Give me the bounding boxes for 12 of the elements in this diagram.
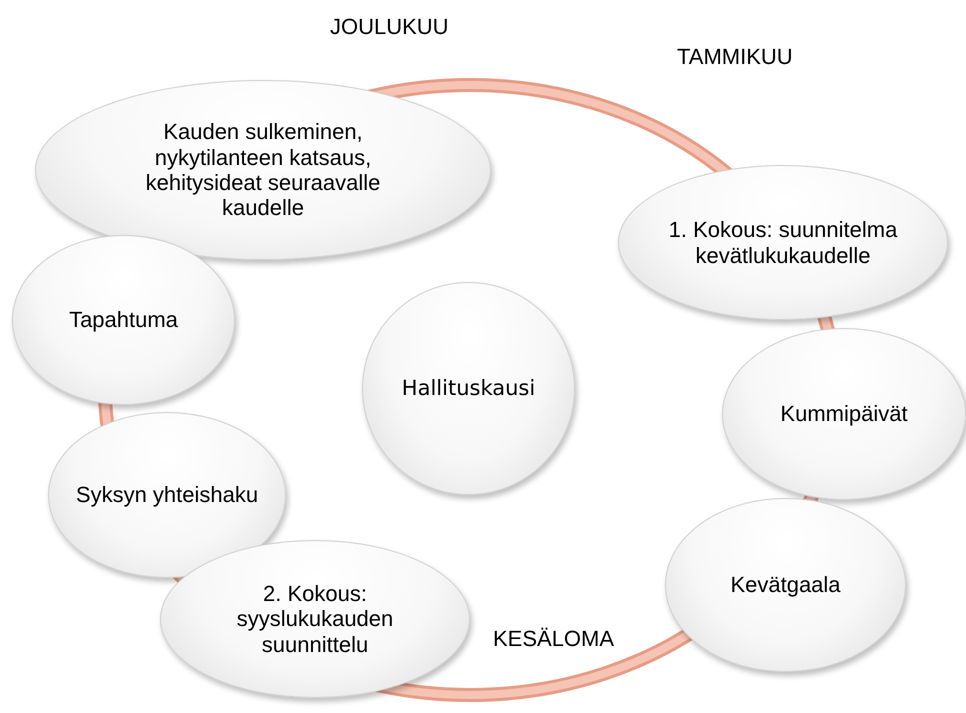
node-label: Kummipäivät [780, 401, 908, 427]
node-label: Tapahtuma [69, 307, 178, 333]
month-label: TAMMIKUU [677, 44, 793, 70]
node-label: Syksyn yhteishaku [76, 482, 258, 508]
node-label: Kevätgaala [730, 572, 841, 598]
node-label: Kauden sulkeminen, nykytilanteen katsaus, kehitysideat seuraavalle kaudelle [144, 119, 382, 221]
ellipse-node [722, 328, 966, 500]
node-label: 1. Kokous: suunnitelma kevätlukukaudelle [668, 217, 898, 268]
center-label: Hallituskausi [402, 376, 536, 401]
node-label: 2. Kokous: syyslukukauden suunnittelu [236, 581, 394, 657]
month-label: KESÄLOMA [493, 626, 614, 652]
month-label: JOULUKUU [330, 14, 449, 40]
